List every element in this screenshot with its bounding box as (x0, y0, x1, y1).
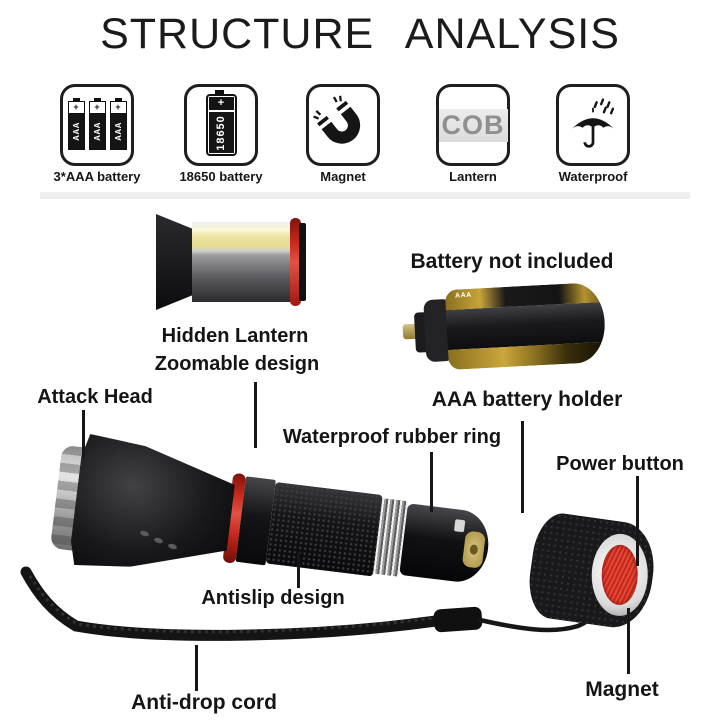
waterproof-ring-line (430, 452, 433, 512)
battery-18650-icon: + 18650 (205, 90, 237, 156)
feature-label-lantern: Lantern (449, 169, 497, 184)
feature-label-18650: 18650 battery (179, 169, 263, 184)
hidden-lantern-label: Hidden Lantern (161, 325, 309, 347)
battery-plus: + (68, 102, 84, 114)
attack-head-line (82, 410, 85, 458)
battery-holder-line (521, 421, 524, 513)
feature-label-waterproof: Waterproof (558, 169, 628, 184)
anti-drop-cord-line (195, 645, 198, 691)
brass-contact (461, 530, 486, 569)
lantern-right-cap (299, 223, 306, 301)
anti-drop-cord-label: Anti-drop cord (131, 691, 277, 714)
battery-plus: + (110, 102, 126, 114)
zoomable-design-label: Zoomable design (154, 353, 320, 375)
lantern-cob-strip (192, 222, 294, 302)
antislip-line (297, 552, 300, 588)
battery-plus: + (89, 102, 105, 114)
magnet-label: Magnet (585, 678, 659, 701)
feature-label-magnet: Magnet (320, 169, 366, 184)
magnet-line (627, 608, 630, 674)
lantern-red-ring (290, 218, 301, 306)
tail-cap-photo (524, 510, 660, 632)
feature-label-aaa: 3*AAA battery (53, 169, 141, 184)
battery-not-included-label: Battery not included (410, 250, 614, 273)
aaa-battery-shape: + AAA (109, 97, 127, 150)
feature-box-lantern: COB (436, 84, 510, 166)
antislip-barrel (265, 481, 383, 577)
power-button-line (636, 476, 639, 566)
page-title: STRUCTURE ANALYSIS (100, 10, 620, 58)
lantern-left-cap (156, 214, 194, 310)
flashlight-head (68, 433, 239, 583)
magnet-icon (313, 95, 361, 144)
aaa-battery-shape: + AAA (67, 97, 85, 150)
waterproof-rubber-ring-label: Waterproof rubber ring (282, 426, 502, 448)
antislip-design-label: Antislip design (201, 587, 345, 609)
feature-box-waterproof (556, 84, 630, 166)
battery-plus: + (208, 97, 234, 110)
power-button-label: Power button (556, 453, 684, 475)
attack-head-label: Attack Head (37, 386, 153, 408)
feature-box-magnet (306, 84, 380, 166)
aaa-battery-shape: + AAA (88, 97, 106, 150)
feature-box-aaa: + AAA + AAA + AAA (60, 84, 134, 166)
aaa-battery-holder-label: AAA battery holder (431, 388, 623, 411)
hidden-lantern-photo (156, 214, 306, 310)
battery-tube (399, 503, 493, 586)
feature-box-18650: + 18650 (184, 84, 258, 166)
cob-lantern-icon: COB (438, 108, 508, 142)
zoomable-design-line (254, 382, 257, 448)
photo-seam-band (40, 192, 690, 199)
aaa-batteries-icon: + AAA + AAA + AAA (66, 97, 129, 150)
contact-screw (453, 519, 466, 533)
umbrella-rain-icon (572, 98, 615, 148)
power-button-red (601, 544, 639, 606)
